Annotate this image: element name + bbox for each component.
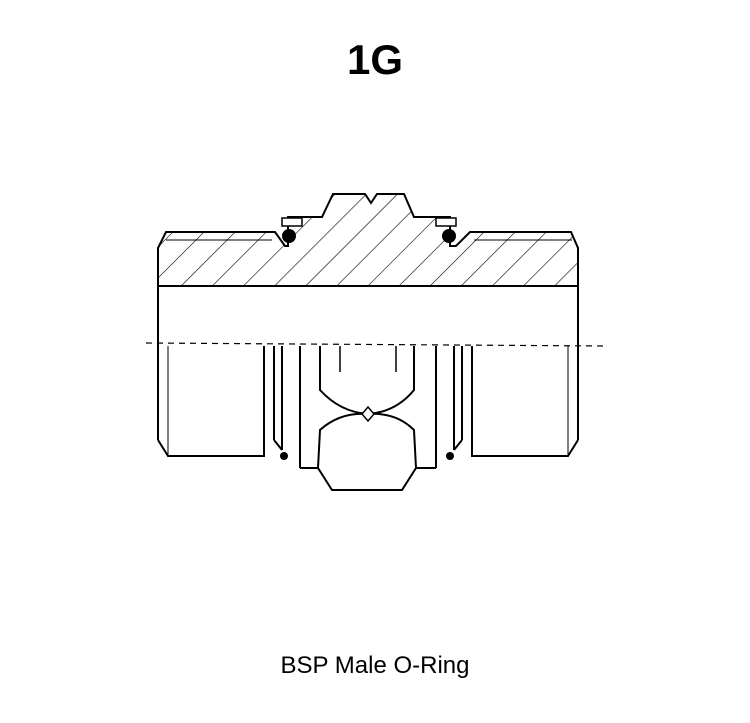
hex-nut-outline [319, 346, 415, 416]
section-view-upper-half [157, 193, 579, 287]
center-line [145, 342, 607, 347]
fitting-code-title: 1G [346, 36, 404, 83]
o-ring-left [281, 217, 303, 243]
o-ring-right [435, 217, 457, 243]
fitting-description-caption: BSP Male O-Ring [280, 652, 470, 679]
external-view-lower-half [157, 286, 579, 491]
